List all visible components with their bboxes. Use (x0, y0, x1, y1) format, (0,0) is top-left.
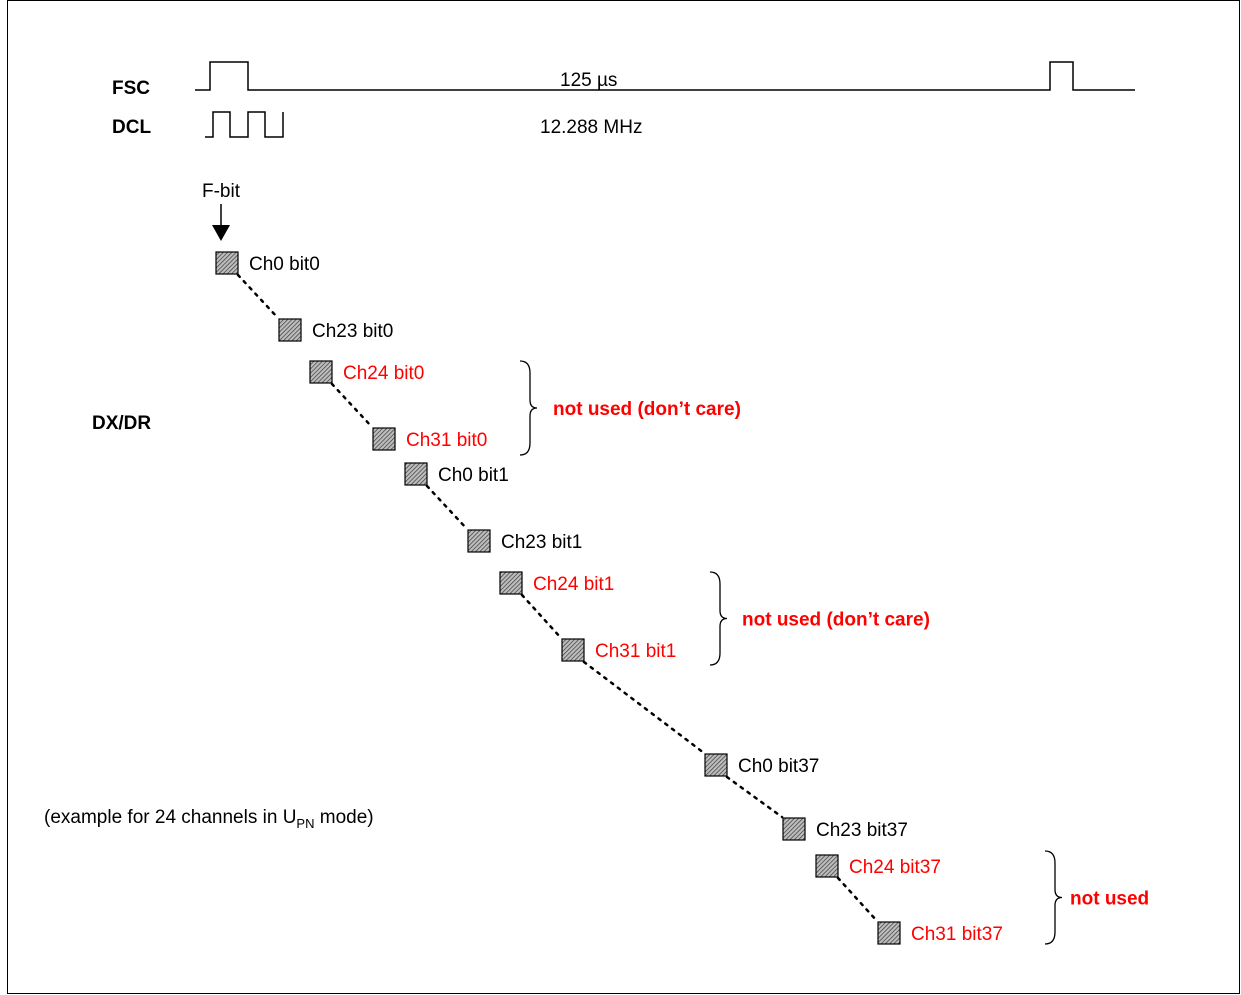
slot-label: Ch24 bit0 (343, 363, 424, 384)
dotted-connector (836, 876, 879, 923)
dotted-connector (330, 382, 374, 429)
unused-label: not used (don’t care) (553, 399, 741, 420)
bit-slot (215, 251, 239, 275)
unused-label: not used (don’t care) (742, 610, 930, 631)
unused-brackets: not used (don’t care) not used (don’t car… (519, 360, 1149, 945)
bit-slot (877, 921, 901, 945)
slot-label: Ch0 bit1 (438, 465, 509, 486)
bit-slot (467, 529, 491, 553)
fbit-label: F-bit (202, 181, 241, 202)
slot-label: Ch0 bit0 (249, 254, 320, 275)
bit-slot (404, 462, 428, 486)
unused-brace (519, 360, 538, 456)
slot-label: Ch24 bit37 (849, 857, 941, 878)
dotted-connector (520, 593, 563, 640)
bit-slot (561, 638, 585, 662)
slot-label: Ch31 bit37 (911, 924, 1003, 945)
unused-brace (709, 571, 728, 666)
bit-slot (815, 854, 839, 878)
dotted-connector (582, 660, 706, 755)
slot-label: Ch24 bit1 (533, 574, 614, 595)
slot-connectors (236, 273, 879, 923)
slot-label: Ch23 bit1 (501, 532, 582, 553)
dcl-frequency-label: 12.288 MHz (540, 117, 642, 138)
fsc-waveform (195, 61, 1135, 91)
unused-brace (1044, 850, 1063, 945)
fbit-arrow-icon (212, 225, 230, 241)
example-note: (example for 24 channels in UPN mode) (44, 807, 374, 831)
dcl-label: DCL (112, 117, 151, 138)
slot-label: Ch23 bit0 (312, 321, 393, 342)
slot-label: Ch23 bit37 (816, 820, 908, 841)
bit-slot (309, 360, 333, 384)
bit-slot (499, 571, 523, 595)
dotted-connector (725, 775, 784, 819)
slot-label: Ch31 bit0 (406, 430, 487, 451)
dotted-connector (425, 484, 469, 531)
fsc-label: FSC (112, 78, 150, 99)
bit-slot (278, 318, 302, 342)
figure-border (7, 0, 1240, 994)
slot-label: Ch0 bit37 (738, 756, 819, 777)
dotted-connector (236, 273, 280, 320)
dxdr-label: DX/DR (92, 413, 151, 434)
unused-label: not used (1070, 889, 1149, 910)
dcl-waveform (205, 111, 284, 138)
fsc-period-label: 125 µs (560, 70, 617, 91)
bit-slot (372, 427, 396, 451)
bit-slot (704, 753, 728, 777)
slot-label: Ch31 bit1 (595, 641, 676, 662)
bit-slot (782, 817, 806, 841)
